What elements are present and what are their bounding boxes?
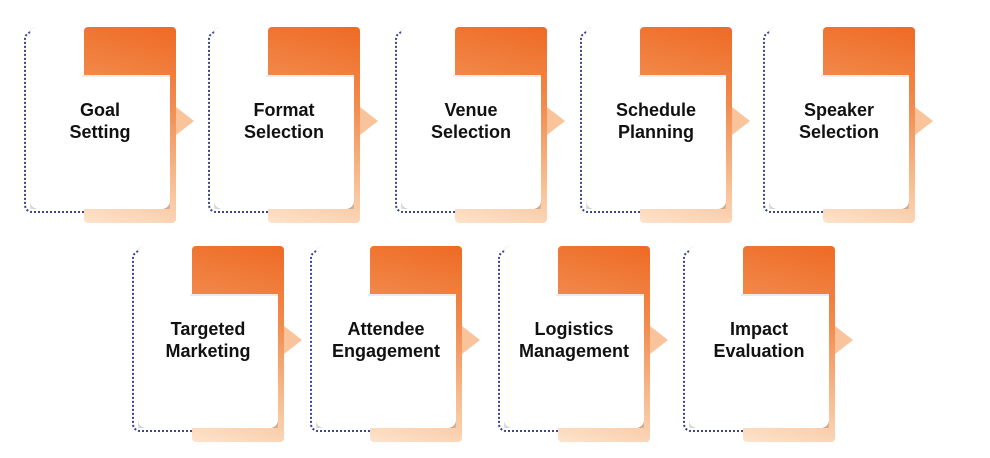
- step-label-line1: Attendee: [347, 319, 425, 339]
- step-label-line2: Engagement: [331, 341, 441, 361]
- arrow-right-icon: [915, 107, 933, 135]
- step-label-line2: Evaluation: [713, 341, 805, 361]
- step-label-line2: Management: [518, 341, 630, 361]
- arrow-right-icon: [650, 326, 668, 354]
- arrow-right-icon: [547, 107, 565, 135]
- arrow-right-icon: [732, 107, 750, 135]
- step-label-line2: Marketing: [165, 341, 251, 361]
- step-label-line1: Goal: [79, 100, 120, 120]
- arrow-right-icon: [176, 107, 194, 135]
- step-label-line1: Targeted: [170, 319, 246, 339]
- arrow-right-icon: [360, 107, 378, 135]
- step-label-line1: Logistics: [534, 319, 614, 339]
- step-label-line2: Selection: [430, 122, 512, 142]
- step-label-line1: Venue: [444, 100, 498, 120]
- step-label-line2: Selection: [798, 122, 880, 142]
- step-label-line1: Format: [253, 100, 315, 120]
- step-label-line2: Selection: [243, 122, 325, 142]
- step-label-line2: Setting: [69, 122, 131, 142]
- step-label-line1: Schedule: [615, 100, 697, 120]
- step-label-line1: Speaker: [803, 100, 875, 120]
- arrow-right-icon: [835, 326, 853, 354]
- step-label-line1: Impact: [729, 319, 789, 339]
- arrow-right-icon: [462, 326, 480, 354]
- step-label-line2: Planning: [618, 122, 694, 142]
- arrow-right-icon: [284, 326, 302, 354]
